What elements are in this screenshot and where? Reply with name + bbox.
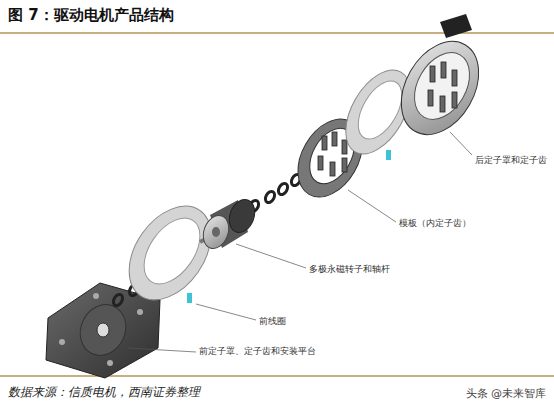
part-label: 前线圈 (258, 316, 287, 328)
front-coil (112, 191, 227, 315)
part-label: 前定子罩、定子齿和安装平台 (198, 346, 317, 358)
watermark: 头条 @未来智库 (466, 386, 547, 401)
rear-cover (386, 14, 495, 148)
part-label: 后定子罩和定子齿 (474, 155, 548, 167)
part-label: 模板（内定子齿） (398, 218, 472, 230)
rule (0, 32, 554, 34)
rule (0, 375, 554, 377)
leader-lines (128, 132, 472, 352)
part-label: 多极永磁转子和轴杆 (308, 264, 391, 276)
source-caption: 数据来源：信质电机，西南证券整理 (8, 384, 200, 401)
figure-title: 图 7：驱动电机产品结构 (8, 6, 174, 25)
rotor (199, 196, 259, 252)
